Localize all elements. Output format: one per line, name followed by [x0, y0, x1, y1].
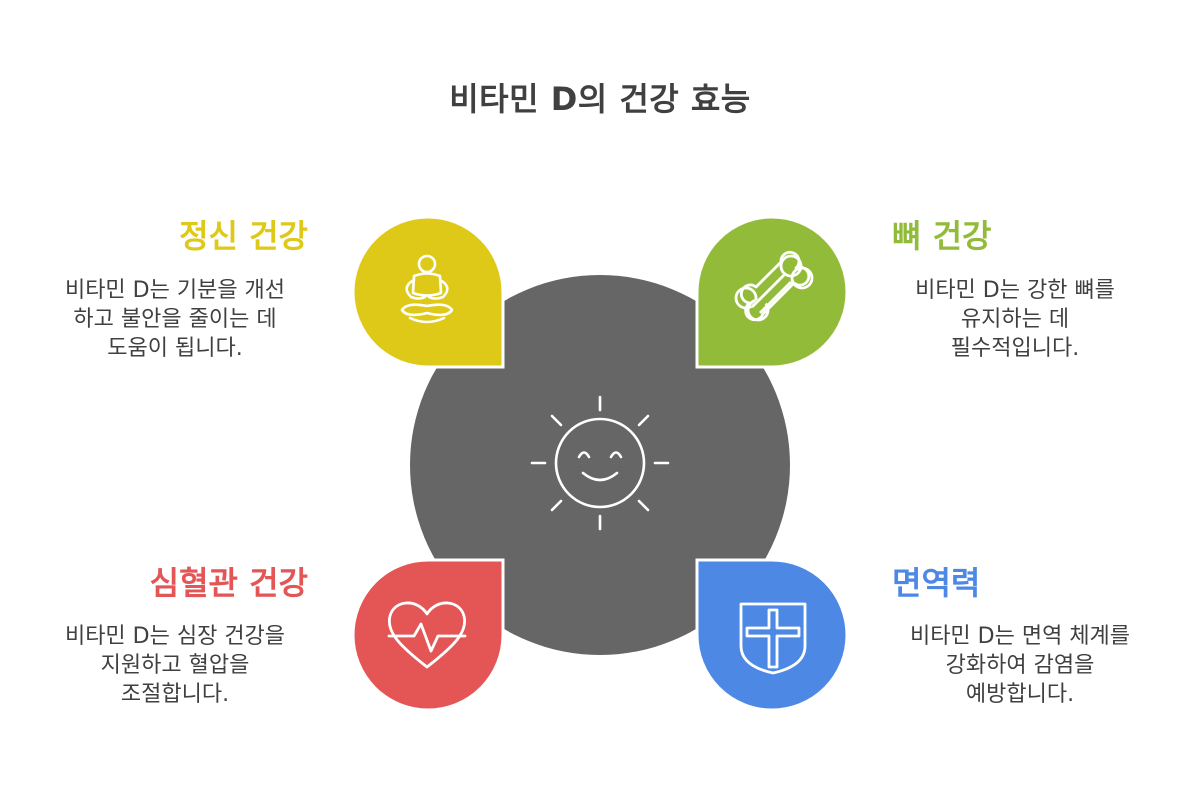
immune-health-petal: [695, 558, 849, 712]
cardio-health-petal: [351, 558, 505, 712]
mental-health-desc-line: 비타민 D는 기분을 개선: [64, 278, 286, 303]
cardio-health-desc-line: 비타민 D는 심장 건강을: [64, 624, 286, 649]
immune-health-title: 면역력: [892, 564, 981, 602]
bone-health-desc-line: 필수적입니다.: [950, 336, 1080, 361]
bone-health-desc-line: 유지하는 데: [960, 307, 1070, 332]
immune-health-desc-line: 비타민 D는 면역 체계를: [909, 624, 1131, 649]
immune-health-desc-line: 예방합니다.: [965, 682, 1075, 707]
sun-smile-icon: [530, 395, 670, 531]
immune-health-desc-line: 강화하여 감염을: [945, 653, 1095, 678]
mental-health-petal: [351, 215, 505, 369]
cardio-health-desc-line: 조절합니다.: [120, 682, 230, 707]
shield-icon: [739, 602, 807, 675]
bone-icon: [734, 250, 814, 322]
immune-health-description: 비타민 D는 면역 체계를 강화하여 감염을 예방합니다.: [880, 622, 1160, 709]
cardio-health-description: 비타민 D는 심장 건강을 지원하고 혈압을 조절합니다.: [40, 622, 310, 709]
cardio-health-desc-line: 지원하고 혈압을: [100, 653, 250, 678]
mental-health-description: 비타민 D는 기분을 개선 하고 불안을 줄이는 데 도움이 됩니다.: [40, 276, 310, 363]
bone-health-description: 비타민 D는 강한 뼈를 유지하는 데 필수적입니다.: [880, 276, 1150, 363]
mental-health-desc-line: 도움이 됩니다.: [107, 336, 243, 361]
bone-health-title: 뼈 건강: [892, 217, 992, 255]
center-circle: [410, 275, 790, 655]
cardio-health-title: 심혈관 건강: [149, 564, 308, 602]
meditation-icon: [400, 254, 454, 324]
mental-health-title: 정신 건강: [179, 217, 308, 255]
heartbeat-icon: [387, 601, 467, 669]
diagram-title: 비타민 D의 건강 효능: [449, 80, 751, 118]
bone-health-desc-line: 비타민 D는 강한 뼈를: [915, 278, 1115, 303]
mental-health-desc-line: 하고 불안을 줄이는 데: [73, 307, 277, 332]
